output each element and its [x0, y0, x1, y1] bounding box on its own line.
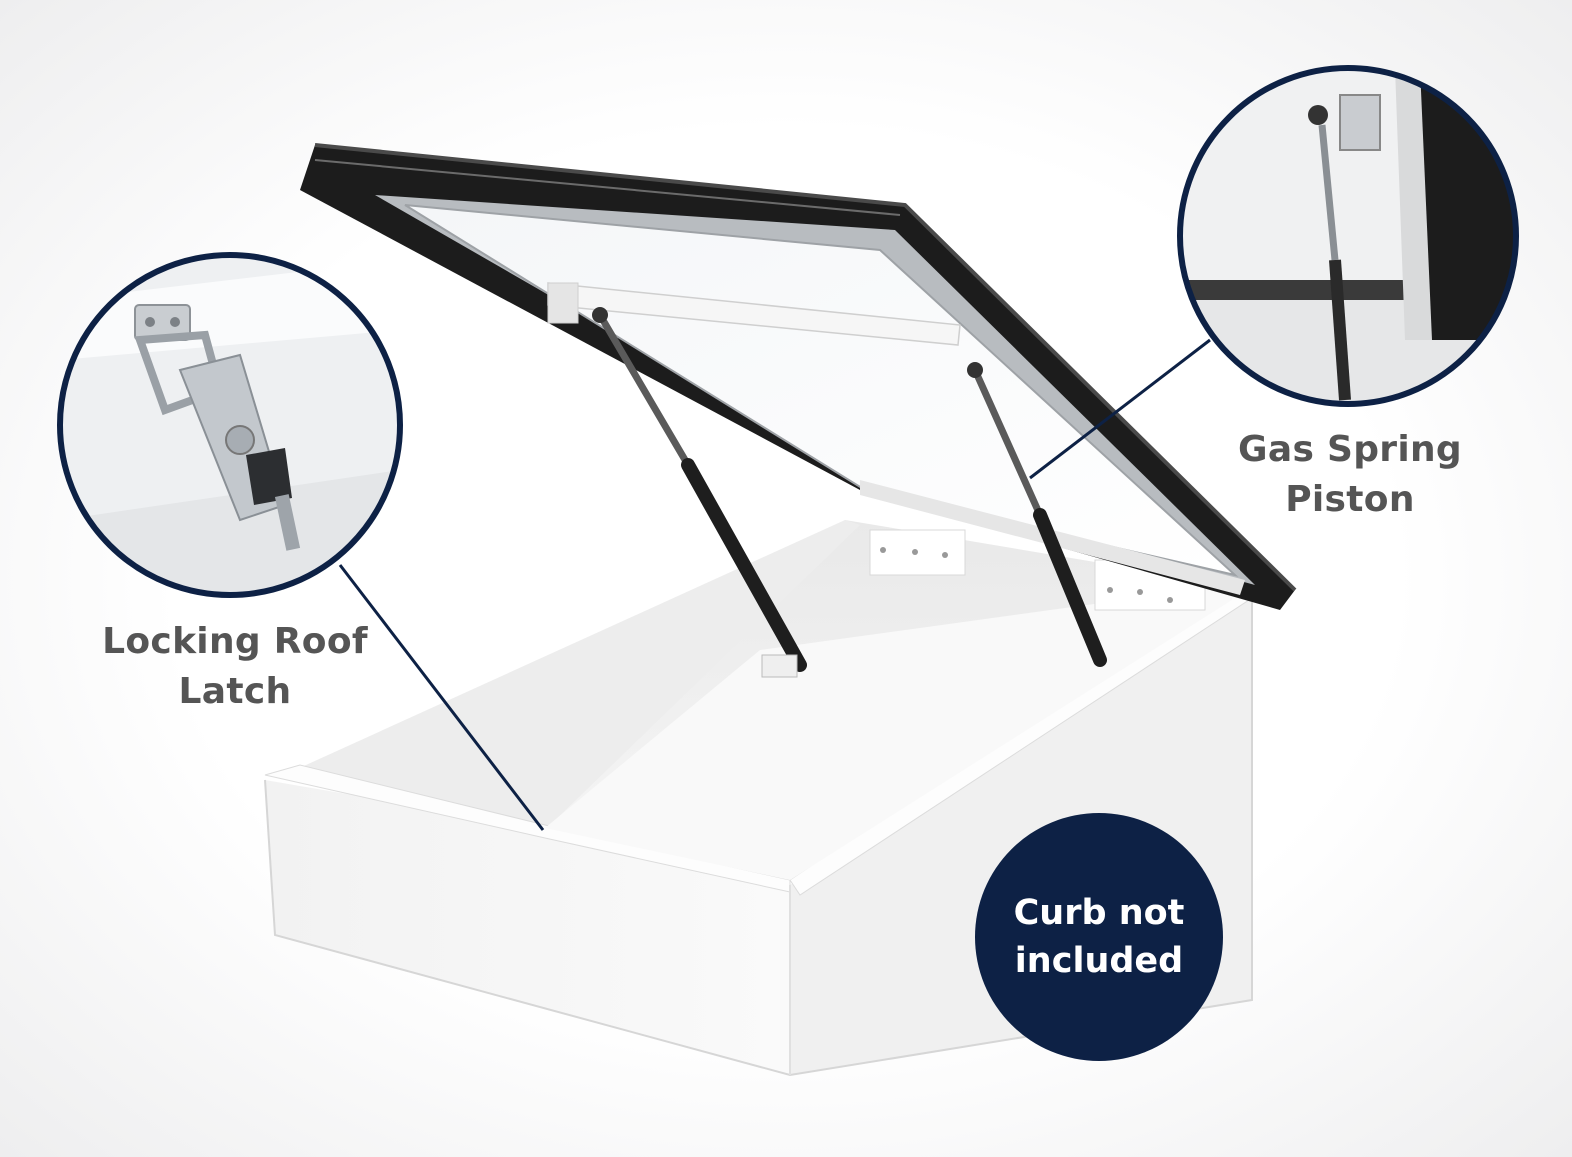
- skylight-lid: [300, 143, 1297, 610]
- latch-label-line1: Locking Roof: [102, 621, 368, 662]
- gas-springs: [592, 307, 1107, 678]
- latch-callout-label: Locking Roof Latch: [80, 617, 390, 717]
- latch-label-line2: Latch: [178, 671, 292, 712]
- piston-pointer-line: [1029, 338, 1211, 480]
- piston-callout-label: Gas Spring Piston: [1220, 425, 1480, 525]
- curb-not-included-badge: Curb not included: [975, 813, 1223, 1061]
- piston-label-line1: Gas Spring: [1238, 429, 1462, 470]
- latch-pointer-line: [338, 564, 545, 831]
- gas-spring-detail-icon: [1177, 65, 1519, 407]
- piston-label-line2: Piston: [1285, 479, 1415, 520]
- badge-line1: Curb not: [1013, 893, 1185, 933]
- latch-detail-icon: [57, 252, 403, 598]
- badge-line2: included: [1014, 941, 1184, 981]
